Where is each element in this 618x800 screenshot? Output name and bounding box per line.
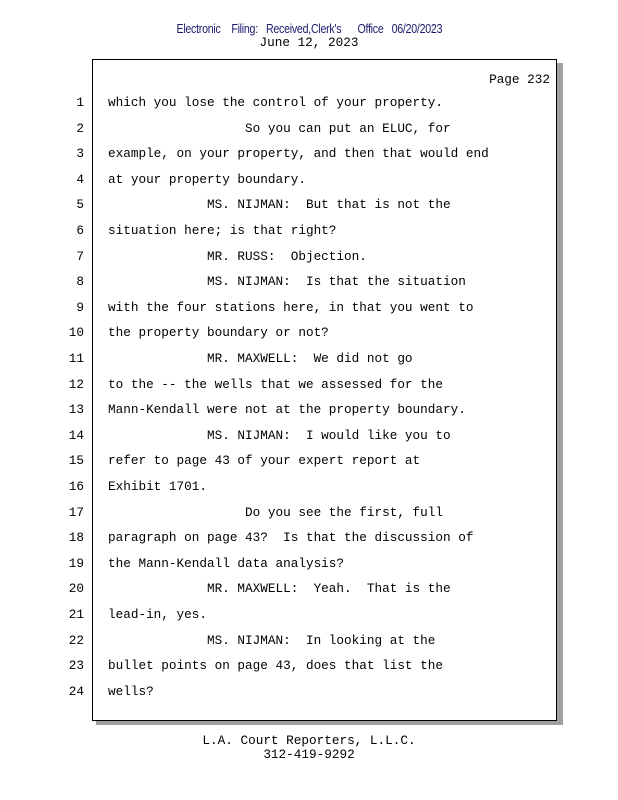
line-number: 19: [68, 555, 84, 571]
transcript-line: MS. NIJMAN: But that is not the: [108, 197, 451, 213]
line-number: 13: [68, 402, 84, 418]
line-number: 5: [76, 197, 84, 213]
line-number: 21: [68, 607, 84, 622]
transcript-line: at your property boundary.: [108, 171, 306, 187]
transcript-line: So you can put an ELUC, for: [108, 120, 451, 136]
transcript-page: Page 232: [92, 59, 557, 721]
transcript-line: lead-in, yes.: [108, 607, 207, 622]
line-number: 14: [68, 427, 84, 443]
line-number: 17: [68, 504, 84, 520]
transcript-line: with the four stations here, in that you…: [108, 299, 474, 315]
line-number: 1: [76, 95, 84, 110]
transcript-line: bullet points on page 43, does that list…: [108, 658, 444, 674]
line-number: 24: [68, 683, 84, 699]
transcript-line: MS. NIJMAN: In looking at the: [108, 632, 436, 648]
line-number: 11: [68, 351, 84, 366]
filing-stamp: Electronic Filing: Received,Clerk's Offi…: [0, 20, 618, 38]
line-number: 8: [76, 274, 84, 290]
line-number: 6: [76, 223, 84, 238]
transcript-line: situation here; is that right?: [108, 223, 337, 238]
transcript-date: June 12, 2023: [259, 35, 359, 50]
line-number: 16: [68, 479, 84, 494]
line-number: 22: [68, 632, 84, 648]
transcript-line: MS. NIJMAN: Is that the situation: [108, 274, 466, 290]
transcript-line: paragraph on page 43? Is that the discus…: [108, 530, 474, 546]
line-number: 20: [68, 581, 84, 597]
reporter-company: L.A. Court Reporters, L.L.C.: [202, 733, 416, 748]
transcript-line: Mann-Kendall were not at the property bo…: [108, 402, 466, 418]
transcript-line: MS. NIJMAN: I would like you to: [108, 427, 451, 443]
line-number: 7: [76, 248, 84, 264]
transcript-line: example, on your property, and then that…: [108, 146, 489, 162]
reporter-phone: 312-419-9292: [263, 747, 355, 762]
line-number: 3: [76, 146, 84, 162]
transcript-line: Exhibit 1701.: [108, 479, 207, 494]
line-number: 15: [68, 453, 84, 469]
transcript-line: MR. MAXWELL: Yeah. That is the: [108, 581, 451, 597]
transcript-line: which you lose the control of your prope…: [108, 95, 444, 110]
transcript-line: MR. MAXWELL: We did not go: [108, 351, 413, 366]
line-number: 10: [68, 325, 84, 341]
transcript-line: wells?: [108, 683, 154, 699]
line-number: 2: [76, 120, 84, 136]
transcript-line: to the -- the wells that we assessed for…: [108, 376, 444, 392]
line-number: 4: [76, 171, 84, 187]
transcript-line: refer to page 43 of your expert report a…: [108, 453, 421, 469]
filing-stamp-text: Electronic Filing: Received,Clerk's Offi…: [176, 22, 442, 36]
line-number: 23: [68, 658, 84, 674]
transcript-line: MR. RUSS: Objection.: [108, 248, 367, 264]
transcript-line: the Mann-Kendall data analysis?: [108, 555, 345, 571]
line-number: 9: [76, 299, 84, 315]
line-number: 12: [68, 376, 84, 392]
transcript-line: Do you see the first, full: [108, 504, 444, 520]
transcript-line: the property boundary or not?: [108, 325, 329, 341]
line-number: 18: [68, 530, 84, 546]
page-number: Page 232: [489, 72, 550, 87]
